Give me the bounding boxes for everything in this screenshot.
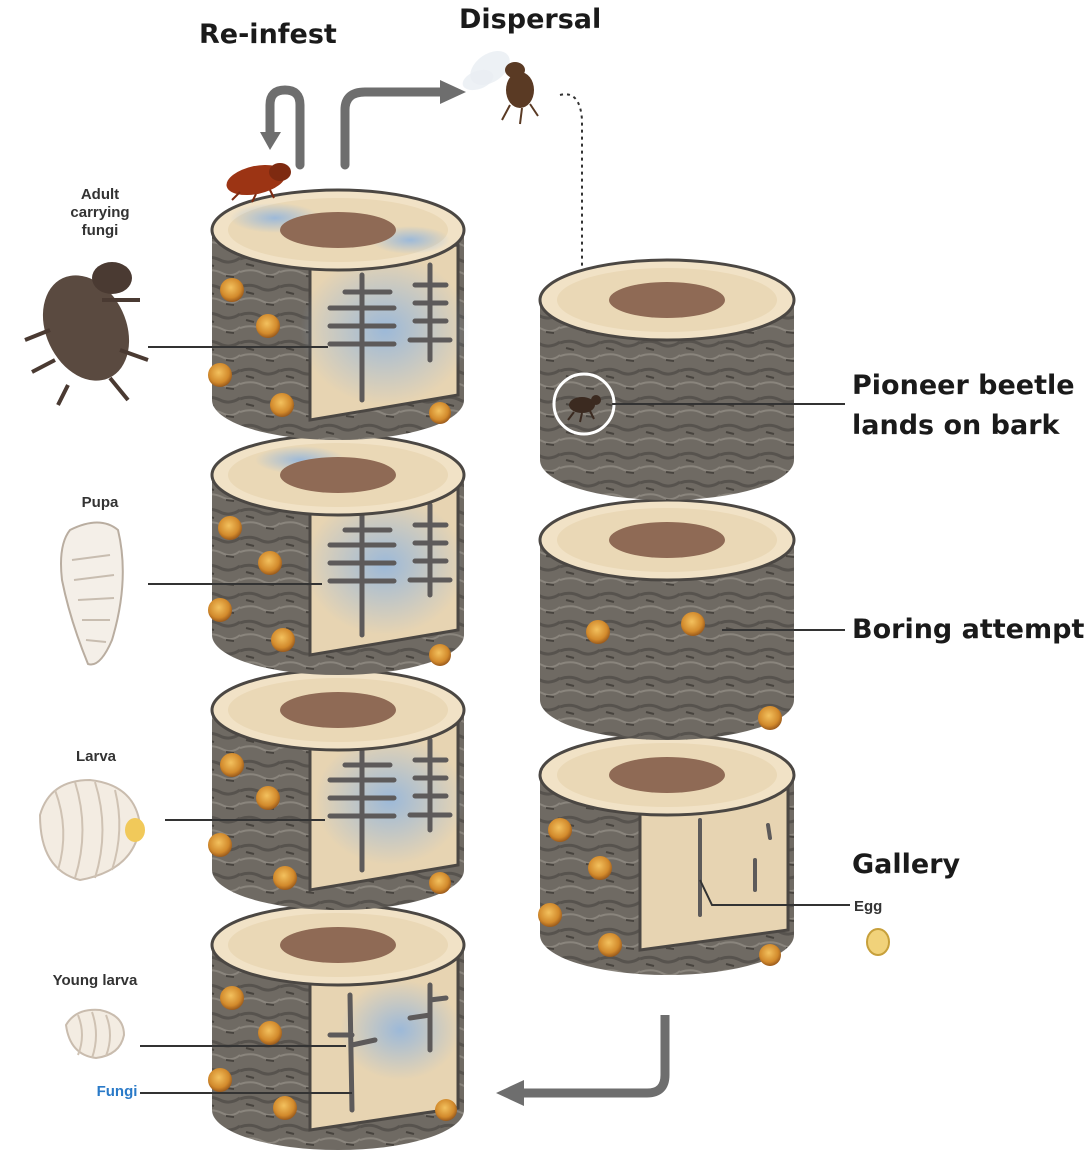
adult-label-line1: Adult [60, 186, 140, 204]
log-pupa [208, 435, 465, 675]
reinfest-arrow [260, 90, 300, 165]
pioneer-label-line2: lands on bark [852, 406, 1075, 446]
reinfest-label: Re-infest [199, 15, 337, 55]
pioneer-label: Pioneer beetle lands on bark [852, 366, 1075, 446]
dispersal-label: Dispersal [459, 0, 601, 40]
log-pioneer [540, 260, 794, 500]
young-larva-icon [66, 1010, 124, 1058]
pioneer-label-line1: Pioneer beetle [852, 366, 1075, 406]
adult-label-line2: carrying [60, 204, 140, 222]
dispersal-arrow [345, 80, 466, 165]
boring-attempt-label: Boring attempt [852, 610, 1084, 650]
log-adult [208, 190, 470, 440]
young-larva-label: Young larva [35, 972, 155, 990]
fungi-label: Fungi [92, 1083, 142, 1101]
pupa-label: Pupa [60, 494, 140, 512]
log-gallery [538, 735, 794, 975]
flying-beetle-icon [460, 44, 538, 124]
adult-label-line3: fungi [60, 222, 140, 240]
return-arrow [496, 1015, 665, 1106]
adult-label: Adult carrying fungi [60, 186, 140, 240]
egg-label: Egg [854, 898, 894, 916]
larva-label: Larva [56, 748, 136, 766]
left-log-stack [208, 190, 470, 1150]
right-log-stack [538, 260, 794, 975]
log-boring-attempt [540, 500, 794, 740]
egg-icon [867, 929, 889, 955]
pupa-icon [61, 523, 123, 665]
larva-icon [40, 780, 145, 880]
adult-beetle-icon [25, 261, 148, 405]
log-young-larva [208, 905, 464, 1150]
log-larva [208, 670, 465, 910]
gallery-label: Gallery [852, 845, 960, 885]
